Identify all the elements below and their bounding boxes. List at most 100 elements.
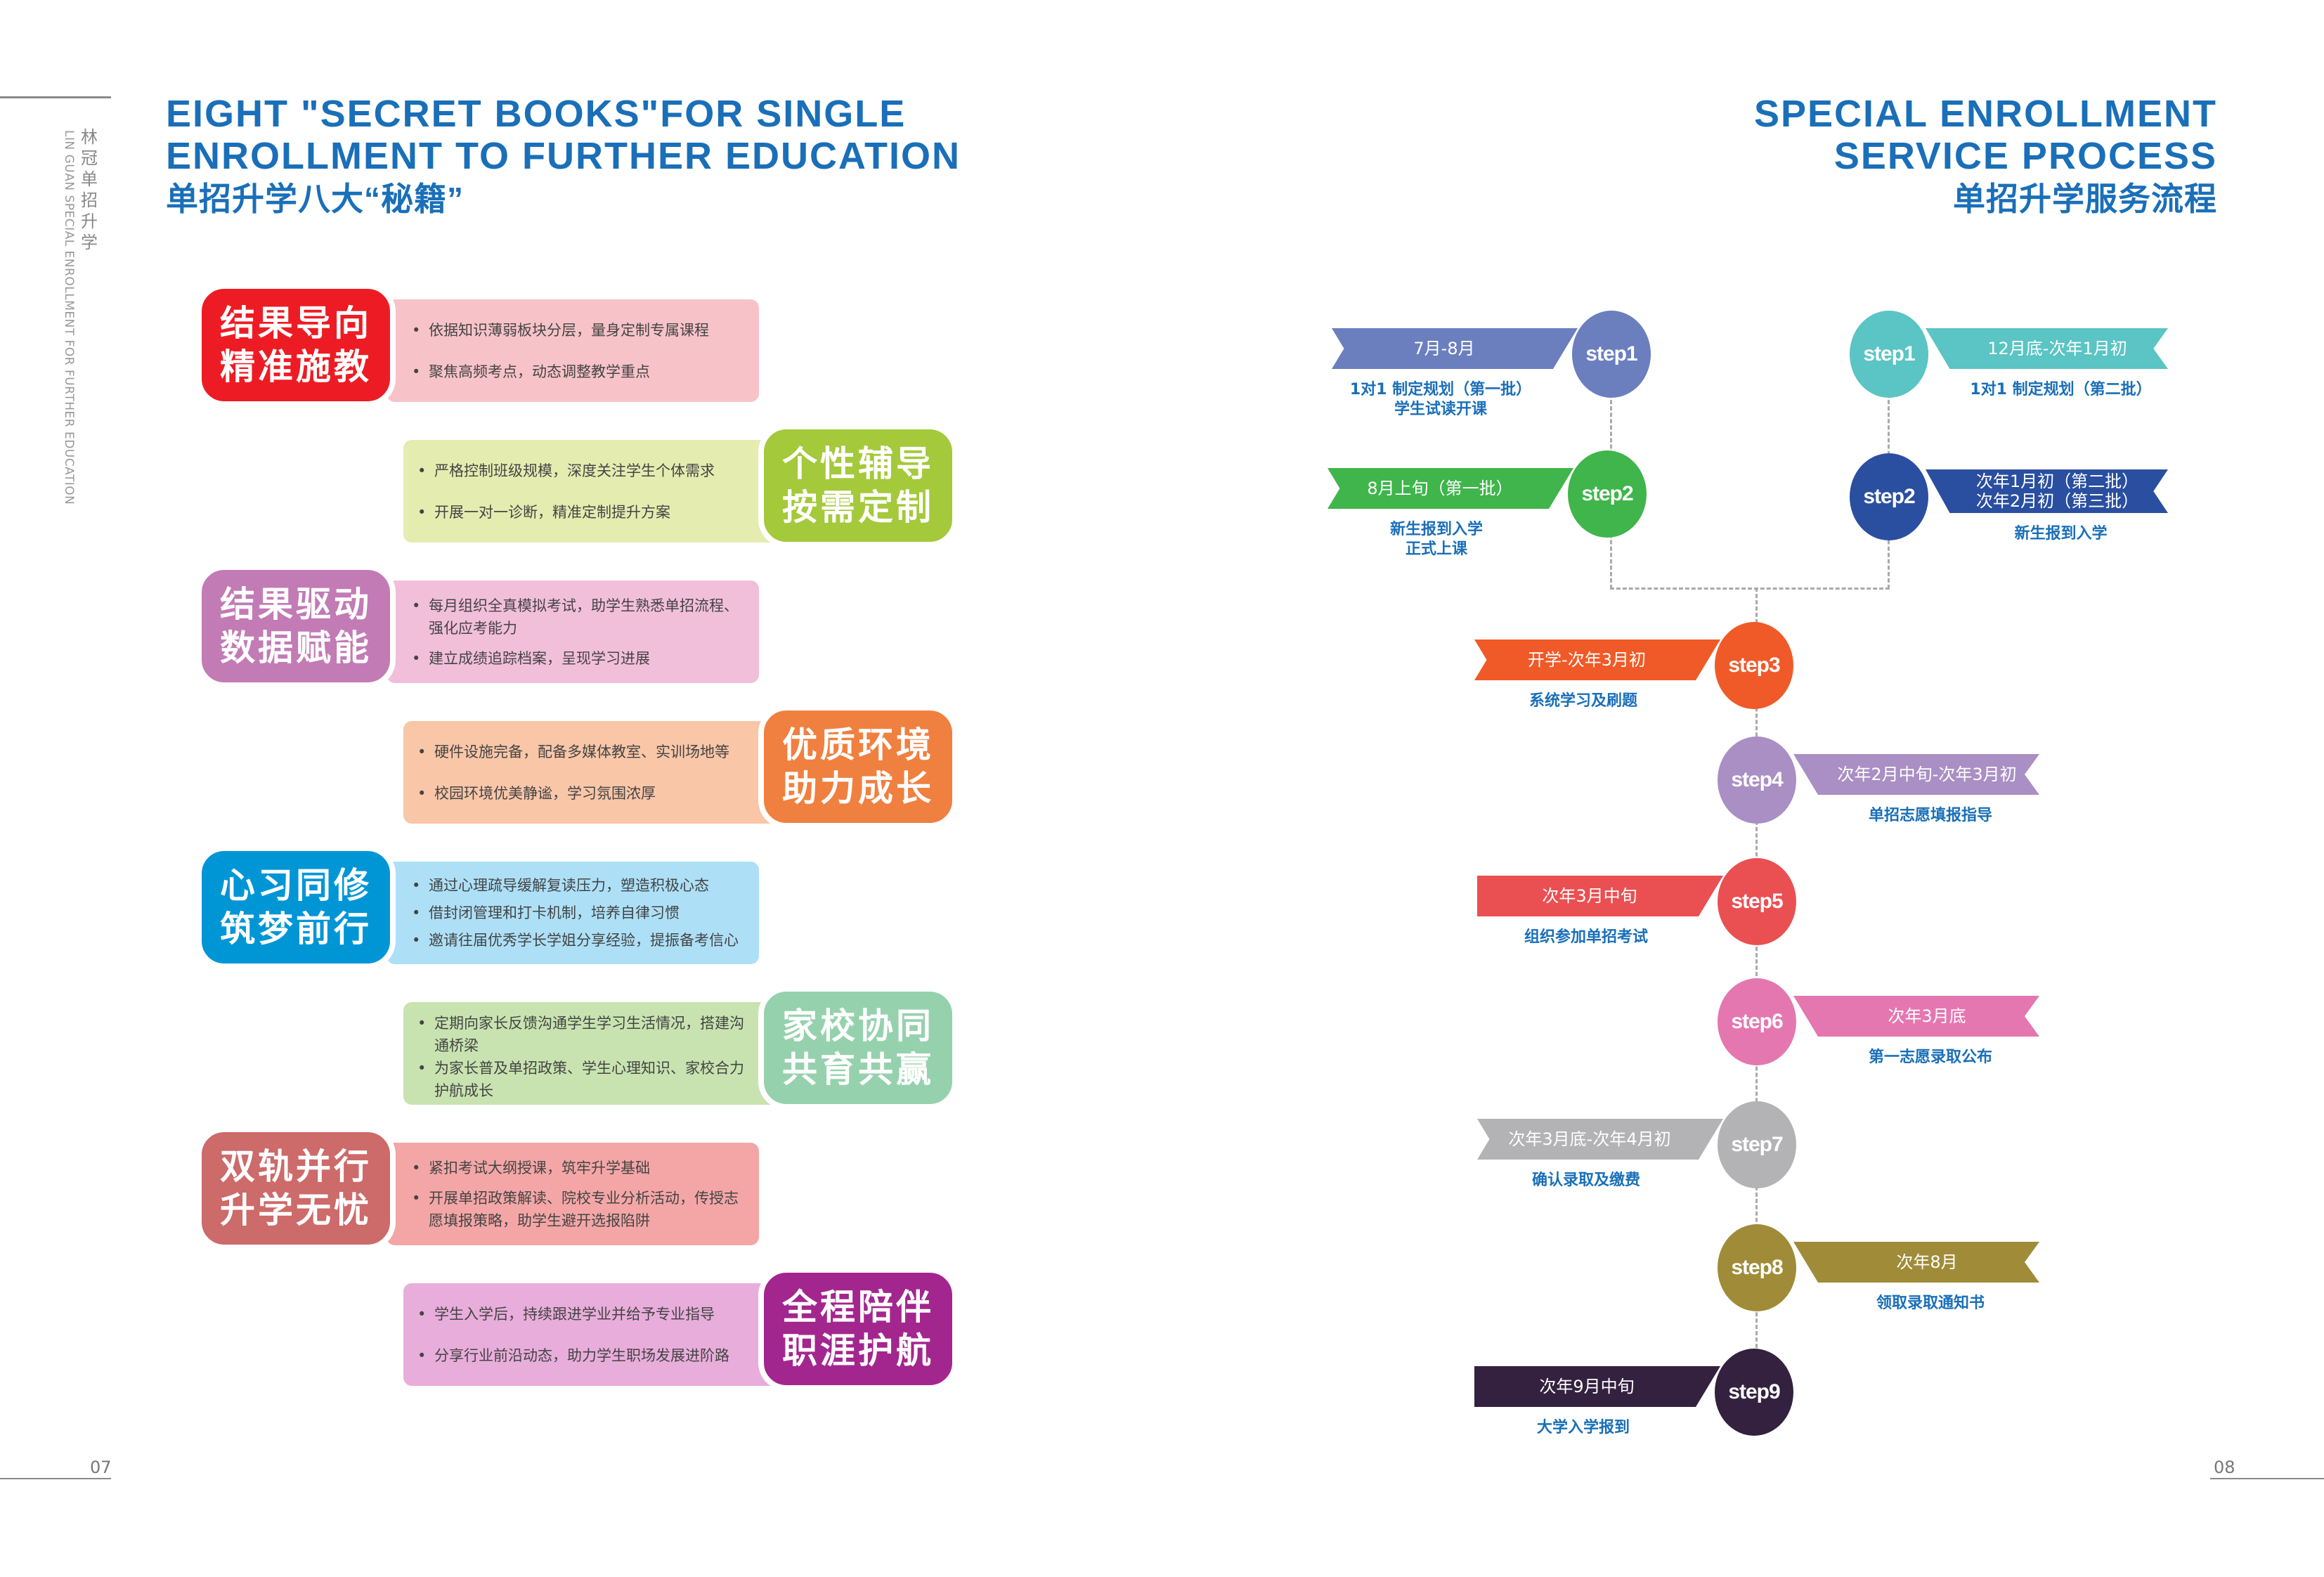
bullet-point: 学生入学后，持续跟进学业并给予专业指导 (417, 1303, 755, 1325)
feature-title-line-2: 助力成长 (782, 768, 934, 809)
feature-title-line-1: 双轨并行 (220, 1146, 372, 1187)
step-description: 确认录取及缴费 (1477, 1171, 1723, 1190)
right-title-en-1: SPECIAL ENROLLMENT (1753, 93, 2217, 135)
step-time: 次年2月中旬-次年3月初 (1837, 765, 2017, 784)
feature-title-line-2: 数据赋能 (220, 628, 372, 668)
feature-card-details: 严格控制班级规模，深度关注学生个体需求开展一对一诊断，精准定制提升方案 (403, 440, 783, 543)
step-badge: step2 (1850, 453, 1928, 540)
step-time-ribbon: 8月上旬（第一批） (1327, 468, 1573, 509)
bullet-point: 通过心理疏导缓解复读压力，塑造积极心态 (412, 874, 745, 897)
bullet-point: 邀请往届优秀学长学姐分享经验，提振备考信心 (412, 929, 745, 952)
step-badge: step1 (1572, 311, 1651, 398)
step-badge: step4 (1718, 736, 1796, 824)
left-title-en-1: EIGHT "SECRET BOOKS"FOR SINGLE (166, 93, 907, 135)
step-badge: step1 (1850, 311, 1928, 398)
feature-title-line-1: 结果导向 (220, 303, 372, 344)
step-description: 系统学习及刷题 (1474, 692, 1720, 711)
step-time: 次年9月中旬 (1539, 1377, 1635, 1396)
feature-title-line-2: 精准施教 (220, 346, 372, 387)
bottom-left-rule (0, 1478, 111, 1479)
step-description-line: 组织参加单招考试 (1524, 928, 1648, 946)
feature-card-details: 依据知识薄弱板块分层，量身定制专属课程聚焦高频考点，动态调整教学重点 (387, 299, 759, 402)
step-badge: step2 (1568, 450, 1647, 538)
step-description: 1对1 制定规划（第二批） (1926, 380, 2168, 400)
step-time: 次年2月初（第三批） (1975, 491, 2139, 511)
step-description: 1对1 制定规划（第一批） 学生试读开课 (1332, 380, 1578, 420)
bullet-point: 为家长普及单招政策、学生心理知识、家校合力护航成长 (417, 1057, 755, 1102)
feature-card-details: 紧扣考试大纲授课，筑牢升学基础开展单招政策解读、院校专业分析活动，传授志愿填报策… (387, 1143, 759, 1245)
feature-title-line-2: 共育共赢 (782, 1049, 934, 1090)
step-description-line: 学生试读开课 (1394, 401, 1487, 418)
step-description-line: 单招志愿填报指导 (1868, 807, 1992, 824)
step-time-ribbon: 次年3月中旬 (1477, 876, 1723, 916)
feature-card-details: 每月组织全真模拟考试，助学生熟悉单招流程、强化应考能力建立成绩追踪档案，呈现学习… (387, 580, 759, 683)
step-badge: step6 (1718, 978, 1796, 1065)
bottom-right-rule (2210, 1478, 2324, 1479)
bullet-point: 建立成绩追踪档案，呈现学习进展 (412, 647, 745, 670)
feature-card-title: 结果导向精准施教 (196, 283, 396, 407)
step-time: 次年8月 (1896, 1252, 1958, 1272)
step-description-line: 正式上课 (1405, 540, 1467, 558)
step-time-ribbon: 次年8月 (1793, 1242, 2039, 1283)
feature-title-line-1: 家校协同 (782, 1006, 934, 1046)
step-description-line: 新生报到入学 (1389, 521, 1483, 538)
step-time-ribbon: 开学-次年3月初 (1474, 640, 1720, 680)
feature-card-title: 个性辅导按需定制 (758, 424, 958, 547)
bullet-point: 硬件设施完备，配备多媒体教室、实训场地等 (417, 741, 755, 763)
connector-line (1755, 588, 1758, 1361)
step-time: 次年3月中旬 (1542, 886, 1637, 906)
sidebar-brand-cn: 林冠单招升学 (81, 127, 98, 252)
step-description-line: 1对1 制定规划（第一批） (1349, 381, 1532, 398)
bullet-point: 聚焦高频考点，动态调整教学重点 (412, 361, 745, 383)
step-time: 次年3月底-次年4月初 (1508, 1129, 1671, 1149)
step-description: 组织参加单招考试 (1477, 928, 1723, 947)
step-time-ribbon: 12月底-次年1月初 (1926, 328, 2168, 369)
step-description-line: 系统学习及刷题 (1528, 692, 1637, 710)
feature-card-details: 学生入学后，持续跟进学业并给予专业指导分享行业前沿动态，助力学生职场发展进阶路 (403, 1283, 783, 1386)
feature-card-title: 双轨并行升学无忧 (196, 1127, 396, 1250)
left-title-en-2: ENROLLMENT TO FURTHER EDUCATION (166, 135, 961, 177)
feature-title-line-2: 职涯护航 (782, 1330, 934, 1371)
feature-title-line-2: 筑梦前行 (220, 909, 372, 949)
step-description-line: 大学入学报到 (1536, 1419, 1630, 1436)
step-description: 新生报到入学 (1926, 524, 2168, 544)
step-badge: step5 (1718, 858, 1796, 945)
top-left-rule (0, 96, 111, 98)
step-badge: step7 (1718, 1101, 1796, 1188)
feature-card-title: 心习同修筑梦前行 (196, 845, 396, 969)
sidebar-brand-en: LIN GUAN SPECIAL ENROLLMENT FOR FURTHER … (62, 130, 76, 505)
right-title: SPECIAL ENROLLMENT SERVICE PROCESS 单招升学服… (1754, 93, 2217, 221)
feature-title-line-1: 结果驱动 (220, 584, 372, 625)
step-time: 开学-次年3月初 (1528, 650, 1646, 670)
step-description-line: 确认录取及缴费 (1531, 1172, 1640, 1189)
step-time-ribbon: 次年3月底-次年4月初 (1477, 1119, 1723, 1160)
step-time-ribbon: 次年2月中旬-次年3月初 (1793, 754, 2039, 795)
step-time-ribbon: 7月-8月 (1332, 328, 1578, 369)
feature-card-title: 全程陪伴职涯护航 (758, 1267, 958, 1391)
right-title-cn: 单招升学服务流程 (1953, 181, 2217, 217)
page-number-right: 08 (2214, 1458, 2235, 1477)
feature-title-line-1: 全程陪伴 (782, 1287, 934, 1328)
step-time: 次年1月初（第二批） (1975, 472, 2139, 491)
step-badge: step9 (1715, 1349, 1793, 1436)
step-description-line: 新生报到入学 (2014, 525, 2108, 543)
feature-card-details: 硬件设施完备，配备多媒体教室、实训场地等校园环境优美静谧，学习氛围浓厚 (403, 721, 783, 824)
bullet-point: 每月组织全真模拟考试，助学生熟悉单招流程、强化应考能力 (412, 595, 745, 640)
left-title: EIGHT "SECRET BOOKS"FOR SINGLE ENROLLMEN… (166, 93, 961, 221)
step-time-ribbon: 次年3月底 (1793, 996, 2039, 1037)
left-title-cn: 单招升学八大“秘籍” (166, 181, 464, 217)
feature-card-title: 结果驱动数据赋能 (196, 564, 396, 688)
step-time-ribbon: 次年9月中旬 (1474, 1366, 1720, 1407)
step-time: 次年3月底 (1888, 1006, 1966, 1026)
step-description: 第一志愿录取公布 (1793, 1048, 2039, 1067)
step-description: 领取录取通知书 (1793, 1294, 2039, 1313)
step-description: 新生报到入学正式上课 (1327, 520, 1573, 559)
feature-title-line-2: 按需定制 (782, 487, 934, 528)
feature-card-details: 通过心理疏导缓解复读压力，塑造积极心态借封闭管理和打卡机制，培养自律习惯邀请往届… (387, 862, 759, 964)
bullet-point: 紧扣考试大纲授课，筑牢升学基础 (412, 1157, 745, 1179)
step-badge: step3 (1715, 622, 1793, 709)
step-time: 7月-8月 (1413, 339, 1475, 358)
feature-title-line-2: 升学无忧 (220, 1190, 372, 1231)
feature-title-line-1: 个性辅导 (782, 443, 934, 484)
bullet-point: 定期向家长反馈沟通学生学习生活情况，搭建沟通桥梁 (417, 1012, 755, 1057)
